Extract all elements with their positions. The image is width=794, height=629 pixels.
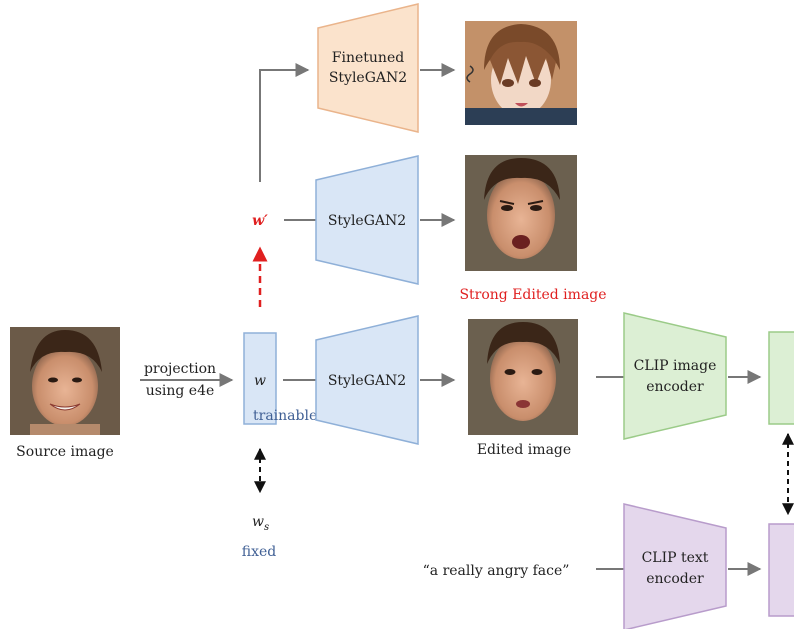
fixed-label: fixed bbox=[242, 544, 277, 560]
stylegan2-mid-block bbox=[315, 155, 419, 285]
anime-output-image bbox=[465, 21, 577, 125]
stylegan2-low-block bbox=[315, 315, 419, 445]
latent-ws-label: ws bbox=[252, 514, 269, 533]
clip-text-label-line2: encoder bbox=[646, 571, 704, 587]
edited-image bbox=[468, 319, 578, 435]
finetuned-label-line2: StyleGAN2 bbox=[329, 70, 407, 86]
clip-image-label-line2: encoder bbox=[646, 379, 704, 395]
trainable-label: trainable bbox=[253, 408, 317, 424]
strong-edited-caption: Strong Edited image bbox=[459, 287, 606, 303]
finetuned-label-line1: Finetuned bbox=[332, 50, 404, 66]
wprime-to-finetuned-arrow bbox=[259, 63, 310, 182]
projection-label-line2: using e4e bbox=[146, 383, 215, 399]
stylegan2-low-label: StyleGAN2 bbox=[328, 373, 406, 389]
projection-label-line1: projection bbox=[144, 361, 216, 377]
source-image-caption: Source image bbox=[16, 444, 114, 460]
clip-image-encoder-block bbox=[623, 312, 727, 440]
source-image bbox=[10, 327, 120, 435]
wprime-label: w′ bbox=[252, 213, 268, 229]
finetuned-stylegan2-block bbox=[317, 3, 419, 133]
strong-edited-image bbox=[465, 155, 577, 271]
edited-image-caption: Edited image bbox=[477, 442, 571, 458]
latent-w-label: w bbox=[254, 373, 266, 389]
clip-image-label-line1: CLIP image bbox=[634, 358, 717, 374]
stylegan2-mid-label: StyleGAN2 bbox=[328, 213, 406, 229]
clip-text-label-line1: CLIP text bbox=[642, 550, 709, 566]
clip-text-encoder-block bbox=[623, 503, 727, 629]
text-embedding-box bbox=[768, 523, 794, 617]
latent-w-box bbox=[243, 332, 277, 425]
prompt-text: “a really angry face” bbox=[423, 563, 570, 579]
image-embedding-box bbox=[768, 331, 794, 425]
